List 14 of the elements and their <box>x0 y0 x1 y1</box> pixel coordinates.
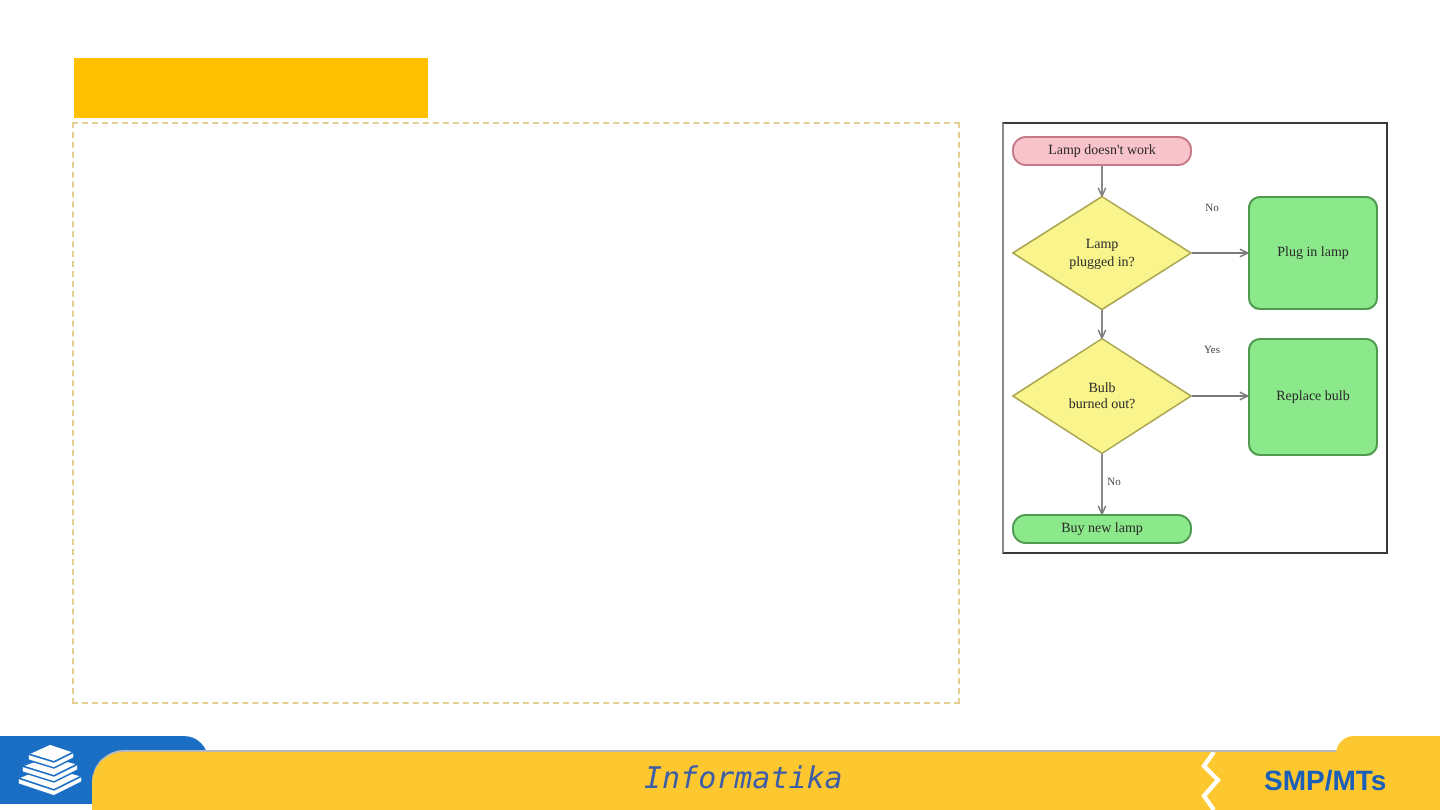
arrow <box>1097 309 1107 339</box>
start-terminal <box>1012 136 1192 166</box>
arrow <box>1097 453 1107 515</box>
subject-label: Informatika <box>644 760 843 796</box>
arrow <box>1191 391 1249 401</box>
decision-diamond <box>1012 338 1192 454</box>
arrow <box>1191 248 1249 258</box>
process-box <box>1248 338 1378 456</box>
process-box <box>1248 196 1378 310</box>
end-terminal <box>1012 514 1192 544</box>
title-bar <box>74 58 428 118</box>
arrow <box>1097 165 1107 197</box>
level-label: SMP/MTs <box>1264 764 1387 798</box>
decision-diamond <box>1012 196 1192 310</box>
